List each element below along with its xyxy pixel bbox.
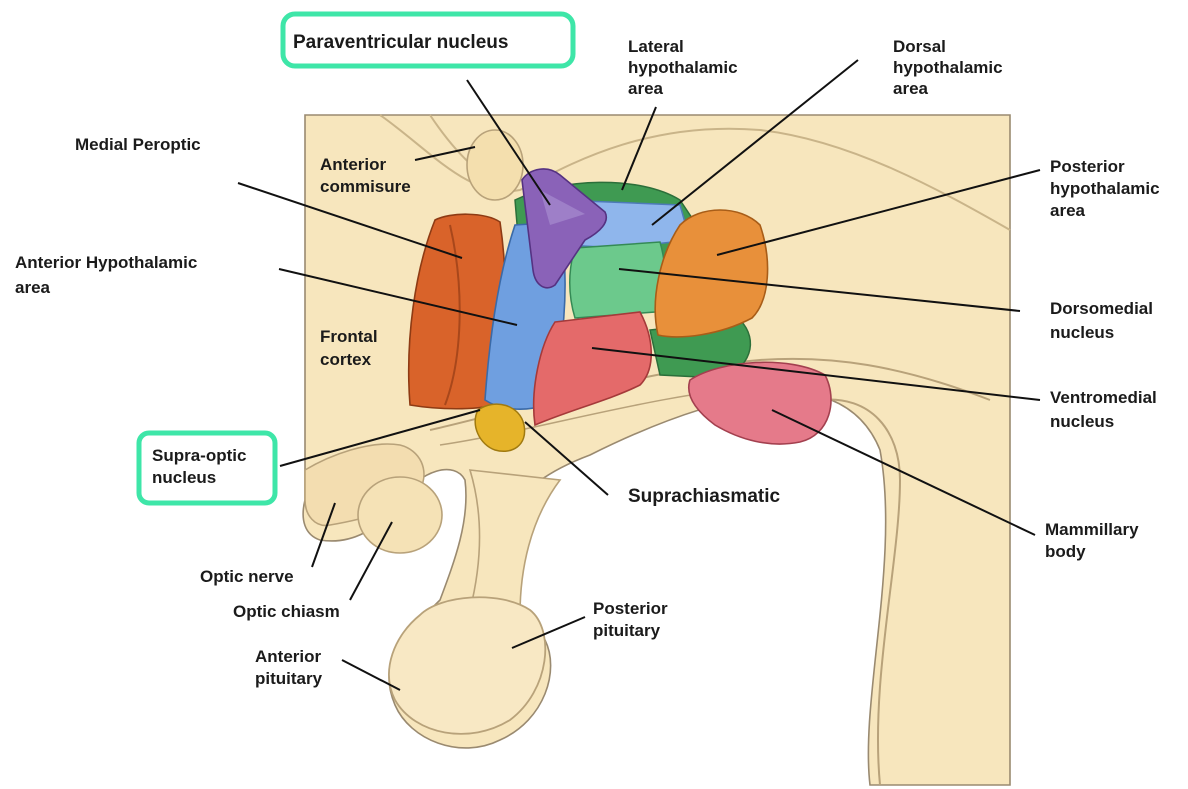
label-dorsomedial: Dorsomedial nucleus: [1050, 299, 1158, 342]
label-ventromedial: Ventromedial nucleus: [1050, 388, 1162, 431]
anterior-commisure-shape: [467, 130, 523, 200]
label-posterior-hypothalamic: Posterior hypothalamic area: [1050, 157, 1164, 220]
pituitary-stalk: [470, 470, 560, 615]
label-mammillary: Mammillary body: [1045, 520, 1143, 561]
label-suprachiasmatic: Suprachiasmatic: [628, 486, 780, 507]
label-lateral-hypothalamic: Lateral hypothalamic area: [628, 37, 742, 98]
optic-chiasm-shape: [358, 477, 442, 553]
label-paraventricular: Paraventricular nucleus: [293, 32, 508, 53]
label-medial-peroptic: Medial Peroptic: [75, 135, 201, 154]
label-dorsal-hypothalamic: Dorsal hypothalamic area: [893, 37, 1007, 98]
label-anterior-hypothalamic: Anterior Hypothalamic area: [15, 253, 202, 297]
label-posterior-pituitary: Posterior pituitary: [593, 599, 672, 640]
label-optic-nerve: Optic nerve: [200, 567, 294, 586]
dorsomedial-shape: [570, 242, 665, 318]
mammillary-body-shape: [689, 362, 831, 444]
label-supra-optic: Supra-optic nucleus: [152, 446, 251, 487]
label-anterior-pituitary: Anterior pituitary: [255, 647, 326, 688]
label-optic-chiasm: Optic chiasm: [233, 602, 340, 621]
